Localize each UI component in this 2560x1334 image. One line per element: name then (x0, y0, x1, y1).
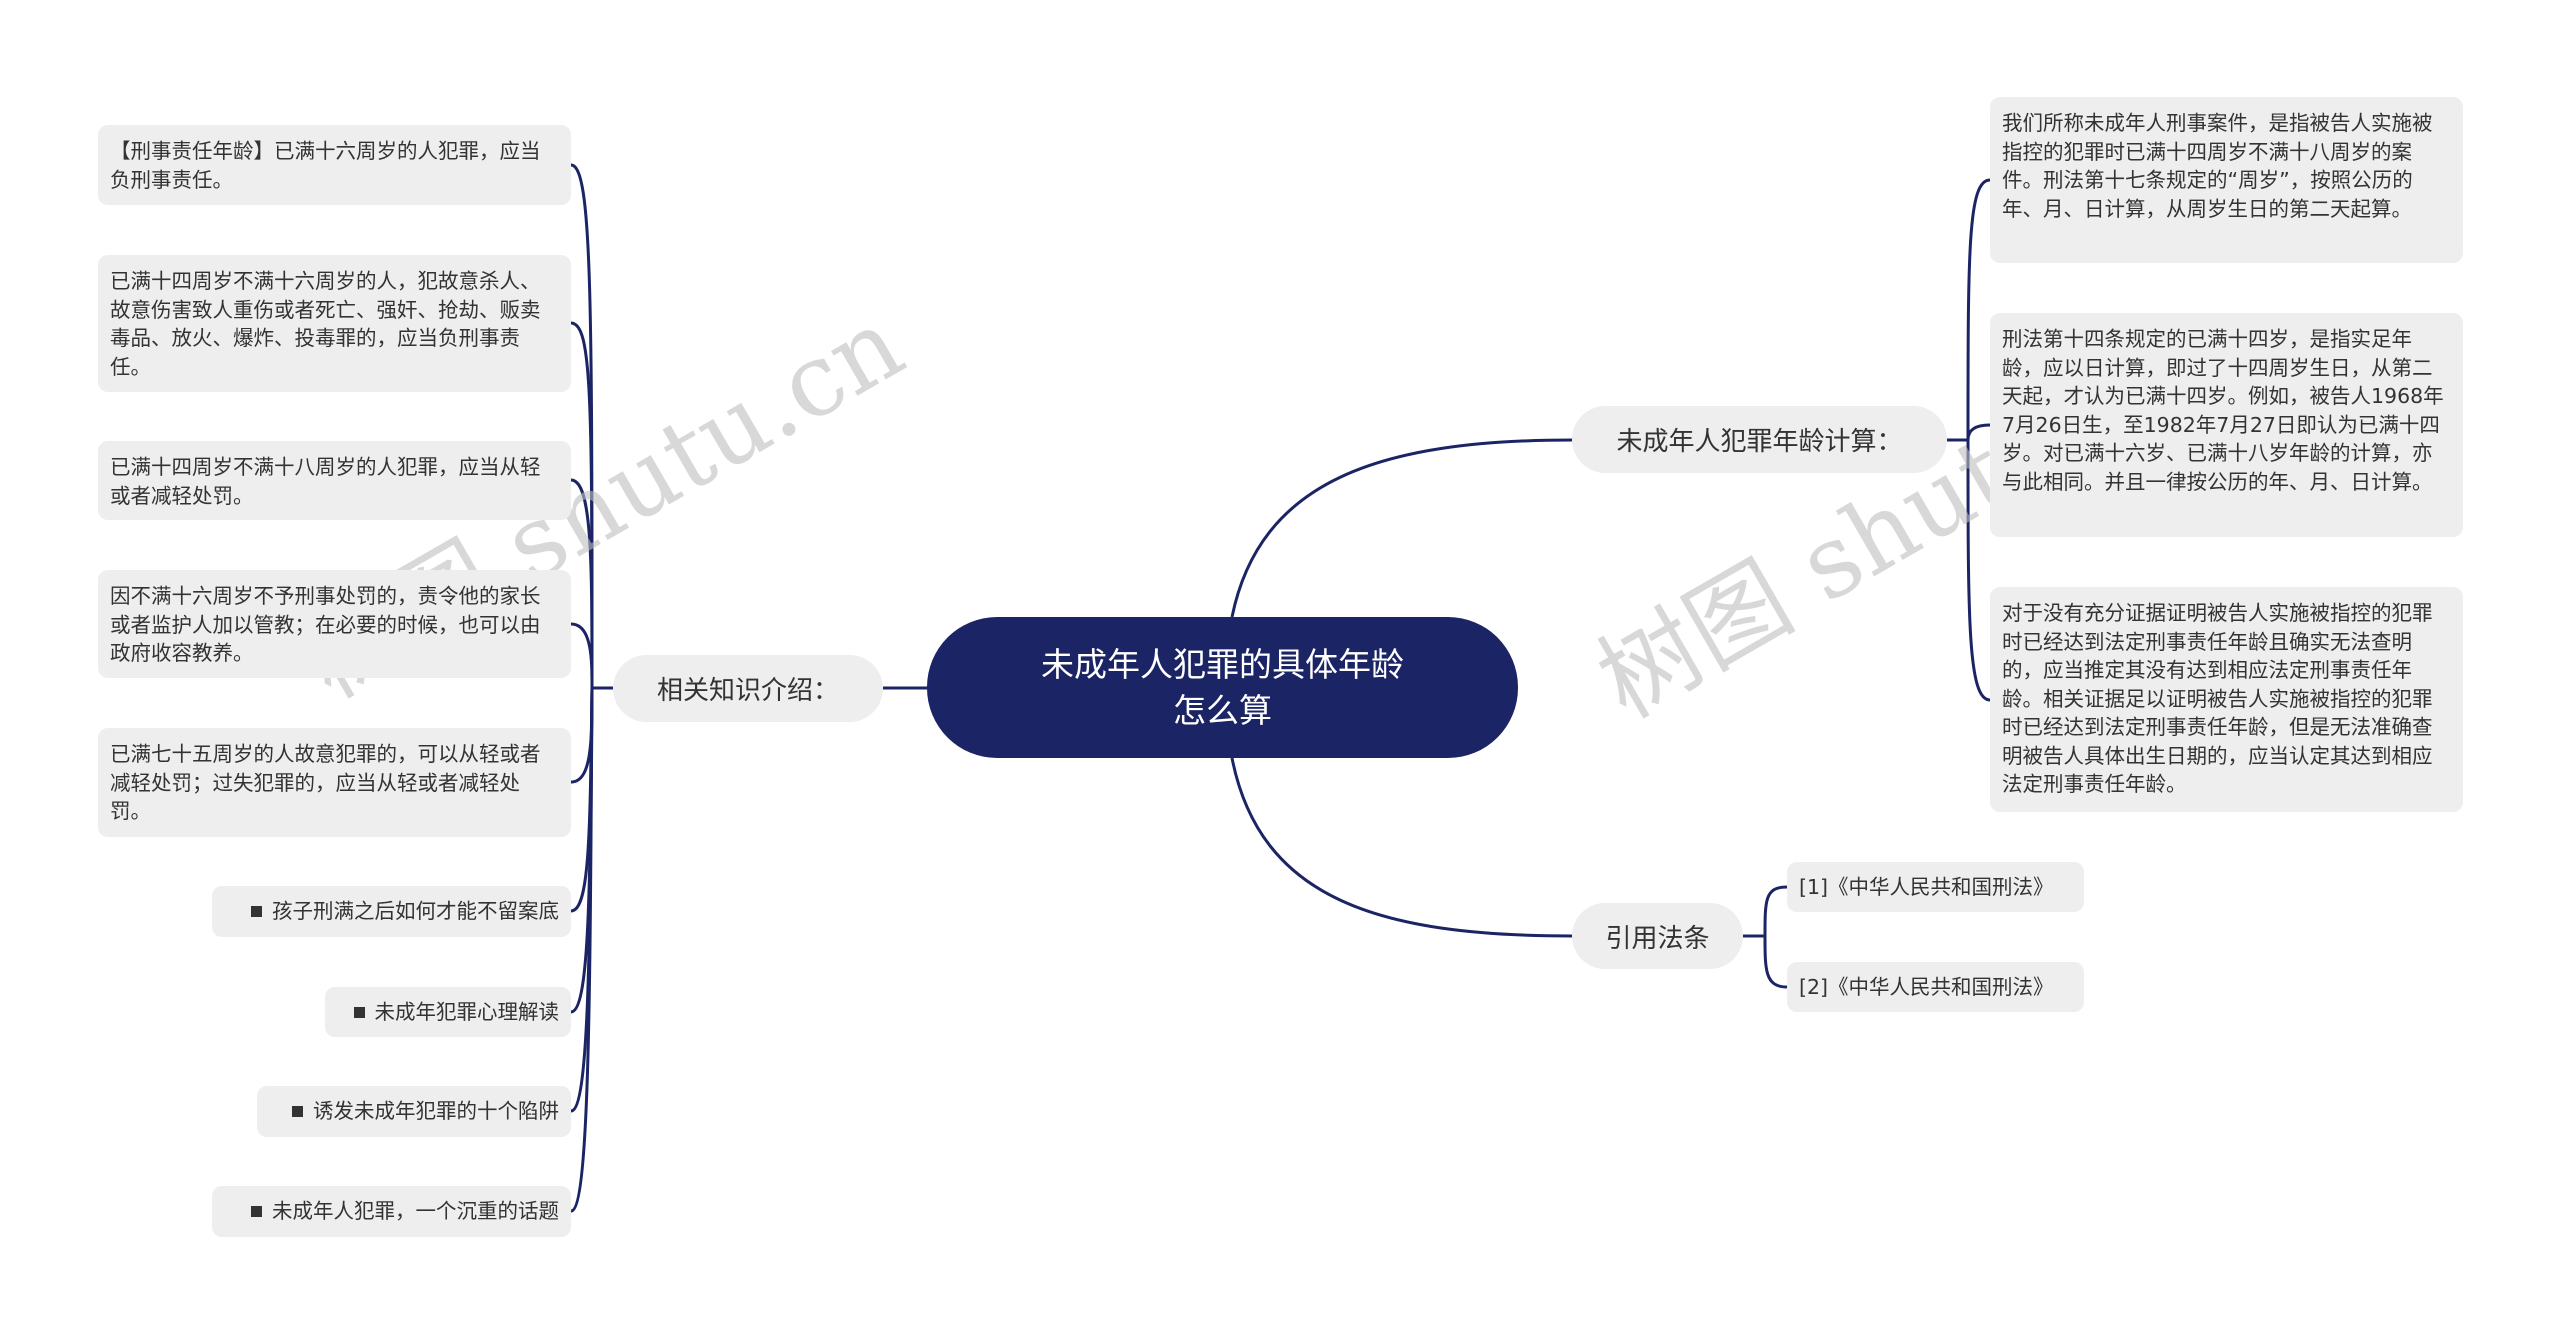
leaf-text: 我们所称未成年人刑事案件，是指被告人实施被指控的犯罪时已满十四周岁不满十八周岁的… (2002, 111, 2433, 221)
bullet-icon (251, 906, 262, 917)
bullet-icon (292, 1106, 303, 1117)
leaf-14-18-lenient[interactable]: 已满十四周岁不满十八周岁的人犯罪，应当从轻或者减轻处罚。 (98, 441, 571, 520)
bullet-icon (251, 1206, 262, 1217)
link-psychology[interactable]: 未成年犯罪心理解读 (325, 987, 571, 1037)
link-ten-traps[interactable]: 诱发未成年犯罪的十个陷阱 (257, 1086, 571, 1137)
ref-text: [1]《中华人民共和国刑法》 (1799, 874, 2054, 899)
leaf-14-16-crimes[interactable]: 已满十四周岁不满十六周岁的人，犯故意杀人、故意伤害致人重伤或者死亡、强奸、抢劫、… (98, 255, 571, 392)
root-title-line1: 未成年人犯罪的具体年龄 (1041, 644, 1404, 684)
link-heavy-topic[interactable]: 未成年人犯罪，一个沉重的话题 (212, 1186, 571, 1237)
ref-criminal-law-2[interactable]: [2]《中华人民共和国刑法》 (1787, 962, 2084, 1012)
bullet-icon (353, 1006, 365, 1018)
root-topic[interactable]: 未成年人犯罪的具体年龄 怎么算 (927, 617, 1518, 758)
link-text: 未成年犯罪心理解读 (374, 999, 560, 1024)
topic-label: 未成年人犯罪年龄计算： (1616, 427, 1903, 457)
ref-criminal-law-1[interactable]: [1]《中华人民共和国刑法》 (1787, 862, 2084, 912)
leaf-text: 【刑事责任年龄】已满十六周岁的人犯罪，应当负刑事责任。 (110, 139, 541, 192)
root-title-line2: 怎么算 (1173, 690, 1272, 730)
link-text: 诱发未成年犯罪的十个陷阱 (313, 1099, 559, 1124)
leaf-text: 已满十四周岁不满十八周岁的人犯罪，应当从轻或者减轻处罚。 (110, 455, 541, 508)
leaf-text: 对于没有充分证据证明被告人实施被指控的犯罪时已经达到法定刑事责任年龄且确实无法查… (2002, 601, 2433, 796)
leaf-criminal-age[interactable]: 【刑事责任年龄】已满十六周岁的人犯罪，应当负刑事责任。 (98, 125, 571, 205)
leaf-under-16-guardian[interactable]: 因不满十六周岁不予刑事处罚的，责令他的家长或者监护人加以管教；在必要的时候，也可… (98, 570, 571, 678)
link-text: 孩子刑满之后如何才能不留案底 (272, 899, 559, 924)
leaf-text: 已满七十五周岁的人故意犯罪的，可以从轻或者减轻处罚；过失犯罪的，应当从轻或者减轻… (110, 742, 541, 823)
link-text: 未成年人犯罪，一个沉重的话题 (272, 1199, 559, 1224)
leaf-text: 因不满十六周岁不予刑事处罚的，责令他的家长或者监护人加以管教；在必要的时候，也可… (110, 584, 541, 665)
leaf-juvenile-case-definition[interactable]: 我们所称未成年人刑事案件，是指被告人实施被指控的犯罪时已满十四周岁不满十八周岁的… (1990, 97, 2463, 263)
leaf-text: 刑法第十四条规定的已满十四岁，是指实足年龄，应以日计算，即过了十四周岁生日，从第… (2002, 327, 2444, 494)
topic-age-calculation[interactable]: 未成年人犯罪年龄计算： (1572, 406, 1947, 473)
topic-label: 引用法条 (1605, 923, 1710, 954)
link-no-criminal-record[interactable]: 孩子刑满之后如何才能不留案底 (212, 886, 571, 937)
leaf-text: 已满十四周岁不满十六周岁的人，犯故意杀人、故意伤害致人重伤或者死亡、强奸、抢劫、… (110, 269, 541, 379)
leaf-over-75[interactable]: 已满七十五周岁的人故意犯罪的，可以从轻或者减轻处罚；过失犯罪的，应当从轻或者减轻… (98, 728, 571, 837)
leaf-article-14[interactable]: 刑法第十四条规定的已满十四岁，是指实足年龄，应以日计算，即过了十四周岁生日，从第… (1990, 313, 2463, 537)
topic-related-knowledge[interactable]: 相关知识介绍： (613, 655, 883, 722)
ref-text: [2]《中华人民共和国刑法》 (1799, 974, 2054, 999)
topic-label: 相关知识介绍： (656, 676, 839, 706)
leaf-insufficient-evidence[interactable]: 对于没有充分证据证明被告人实施被指控的犯罪时已经达到法定刑事责任年龄且确实无法查… (1990, 587, 2463, 812)
root-title: 未成年人犯罪的具体年龄 怎么算 (1041, 642, 1404, 734)
topic-cited-laws[interactable]: 引用法条 (1572, 903, 1743, 969)
